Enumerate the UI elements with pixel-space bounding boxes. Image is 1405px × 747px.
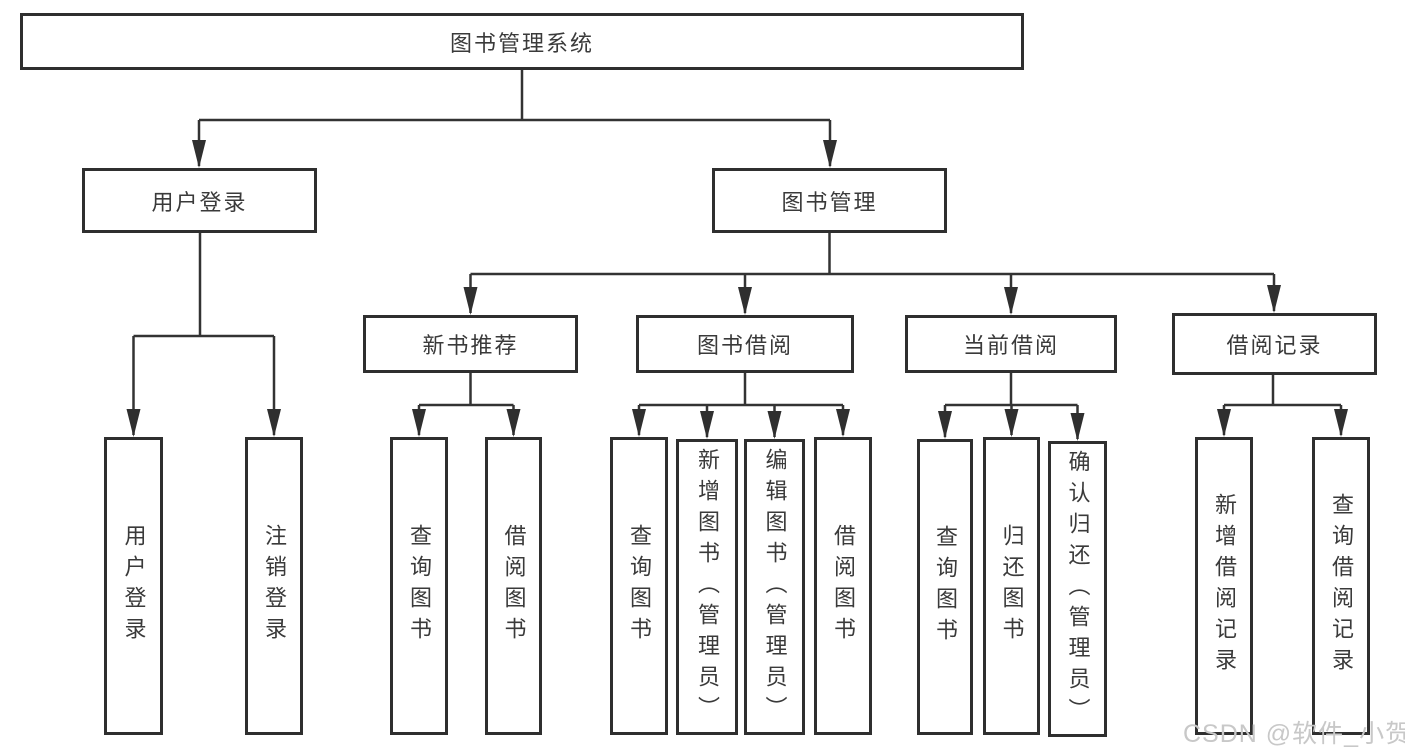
leaf-logout-label: 注销登录 — [262, 524, 287, 648]
arrowhead — [1004, 287, 1018, 315]
connector-borrowrecords-to-children — [1222, 375, 1343, 435]
arrowheads — [126, 140, 1348, 441]
node-book-borrow-label: 图书借阅 — [696, 333, 793, 358]
leaf-cb-query-book: 查询图书 — [917, 439, 973, 735]
arrowhead — [700, 411, 714, 439]
connector-userlogin-to-children — [132, 233, 276, 435]
arrowhead — [126, 409, 141, 437]
arrowhead — [1004, 409, 1019, 437]
node-current-borrow-label: 当前借阅 — [962, 333, 1059, 358]
node-borrow-records: 借阅记录 — [1172, 313, 1377, 375]
leaf-cb-confirm-return-label: 确认归还（管理员） — [1065, 449, 1091, 729]
arrowhead — [192, 140, 206, 168]
node-root: 图书管理系统 — [20, 13, 1024, 70]
node-new-book-rec-label: 新书推荐 — [422, 333, 519, 358]
arrowhead — [738, 287, 752, 315]
leaf-bb-query-book-label: 查询图书 — [627, 524, 652, 648]
leaf-bb-add-book-label: 新增图书（管理员） — [695, 447, 720, 727]
csdn-watermark: CSDN @软件_小贺同学 — [1183, 720, 1405, 747]
leaf-br-query-record: 查询借阅记录 — [1312, 437, 1370, 735]
leaf-cb-query-book-label: 查询图书 — [933, 525, 958, 649]
arrowhead — [1267, 285, 1281, 313]
arrowhead — [412, 409, 426, 437]
leaf-br-query-record-label: 查询借阅记录 — [1329, 493, 1354, 679]
leaf-bb-query-book: 查询图书 — [610, 437, 668, 735]
arrowhead — [506, 409, 521, 437]
node-book-mgmt-label: 图书管理 — [781, 189, 878, 215]
connector-bookmgmt-to-level3 — [469, 233, 1276, 313]
node-new-book-rec: 新书推荐 — [363, 315, 578, 373]
leaf-bb-borrow-book: 借阅图书 — [814, 437, 872, 735]
leaf-bb-edit-book-label: 编辑图书（管理员） — [762, 447, 788, 727]
node-book-mgmt: 图书管理 — [712, 168, 947, 233]
leaf-user-login-label: 用户登录 — [121, 524, 147, 648]
arrowhead — [823, 140, 837, 168]
leaf-cb-return-book-label: 归还图书 — [999, 524, 1025, 648]
leaf-bb-edit-book: 编辑图书（管理员） — [744, 439, 805, 735]
leaf-nbr-query-book: 查询图书 — [390, 437, 448, 735]
connector-newbookrec-to-children — [417, 373, 515, 435]
connector-bookborrow-to-children — [637, 373, 845, 437]
leaf-bb-borrow-book-label: 借阅图书 — [831, 524, 856, 648]
arrowhead — [836, 409, 850, 437]
arrowhead — [1334, 409, 1348, 437]
arrowhead — [632, 409, 646, 437]
node-borrow-records-label: 借阅记录 — [1226, 333, 1323, 358]
node-current-borrow: 当前借阅 — [905, 315, 1117, 373]
leaf-logout: 注销登录 — [245, 437, 303, 735]
leaf-nbr-query-book-label: 查询图书 — [407, 524, 432, 648]
node-user-login: 用户登录 — [82, 168, 317, 233]
leaf-br-add-record: 新增借阅记录 — [1195, 437, 1253, 735]
arrowhead — [767, 411, 782, 439]
leaf-user-login: 用户登录 — [104, 437, 163, 735]
arrowhead — [1070, 413, 1085, 441]
node-book-borrow: 图书借阅 — [636, 315, 854, 373]
arrowhead — [267, 409, 281, 437]
leaf-cb-confirm-return: 确认归还（管理员） — [1048, 441, 1107, 737]
arrowhead — [1217, 409, 1231, 437]
leaf-cb-return-book: 归还图书 — [983, 437, 1040, 735]
leaf-bb-add-book: 新增图书（管理员） — [676, 439, 738, 735]
node-user-login-label: 用户登录 — [151, 189, 248, 215]
leaf-nbr-borrow-book-label: 借阅图书 — [501, 524, 527, 648]
leaf-nbr-borrow-book: 借阅图书 — [485, 437, 542, 735]
arrowhead — [463, 287, 478, 315]
arrowhead — [938, 411, 952, 439]
node-root-label: 图书管理系统 — [449, 30, 594, 56]
connector-root-to-level2 — [197, 70, 832, 166]
leaf-br-add-record-label: 新增借阅记录 — [1212, 493, 1237, 679]
